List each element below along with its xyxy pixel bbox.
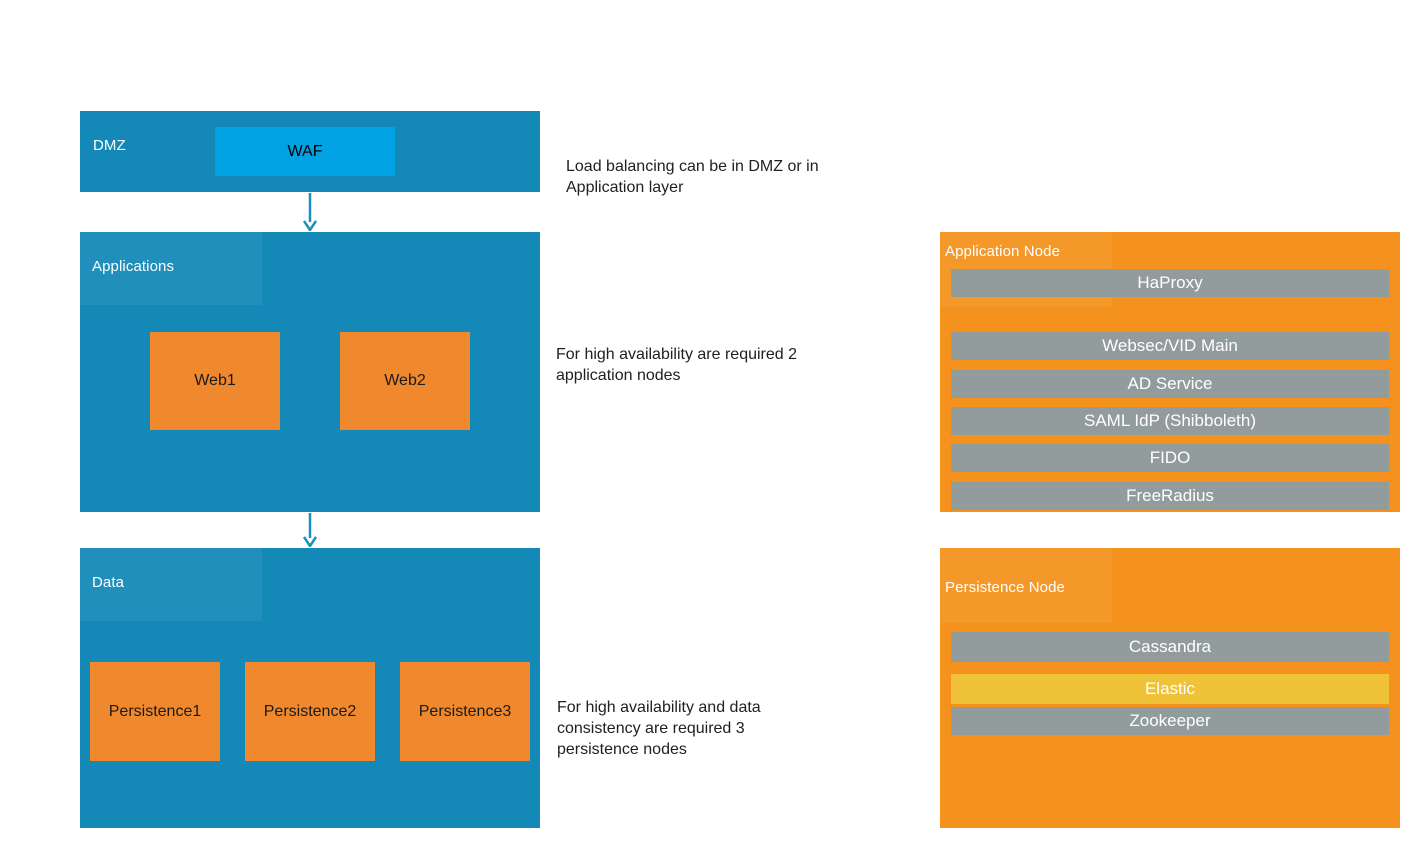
- layer-applications: Applications Web1 Web2: [80, 232, 540, 512]
- annotation-line: Load balancing can be in DMZ or in: [566, 158, 819, 175]
- layer-applications-label: Applications: [92, 258, 175, 275]
- annotation-line: For high availability and data: [557, 699, 761, 716]
- service-bar-haproxy: HaProxy: [951, 269, 1389, 297]
- annotation-persistence-nodes: For high availability and data consisten…: [557, 697, 761, 760]
- annotation-line: application nodes: [556, 367, 681, 384]
- annotation-line: For high availability are required 2: [556, 346, 798, 363]
- layer-applications-title-patch: [80, 232, 262, 305]
- layer-dmz: DMZ WAF: [80, 111, 540, 192]
- persistence1-label: Persistence1: [108, 702, 202, 720]
- waf-box: WAF: [215, 127, 395, 176]
- annotation-line: Application layer: [566, 179, 684, 196]
- layer-data-label: Data: [92, 574, 125, 591]
- web2-box: Web2: [340, 332, 470, 430]
- annotation-line: persistence nodes: [557, 741, 687, 758]
- persistence-node-title-patch: [940, 548, 1112, 623]
- annotation-load-balancing: Load balancing can be in DMZ or in Appli…: [566, 156, 819, 198]
- web2-label: Web2: [384, 372, 426, 389]
- web1-box: Web1: [150, 332, 280, 430]
- arrow-dmz-to-applications-icon: [302, 193, 318, 231]
- layer-data-title-patch: [80, 548, 262, 621]
- application-node-label: Application Node: [945, 243, 1061, 260]
- service-bar-ad-service: AD Service: [951, 370, 1389, 398]
- service-bar-websec-vid-main: Websec/VID Main: [951, 332, 1389, 360]
- service-bar-fido: FIDO: [951, 444, 1389, 472]
- persistence-node-box: Persistence Node Cassandra Elastic Zooke…: [940, 548, 1400, 828]
- persistence1-box: Persistence1: [90, 662, 220, 761]
- service-bar-zookeeper: Zookeeper: [951, 707, 1389, 735]
- service-bar-elastic: Elastic: [951, 674, 1389, 704]
- annotation-application-nodes: For high availability are required 2 app…: [556, 344, 797, 386]
- service-bar-freeradius: FreeRadius: [951, 482, 1389, 510]
- web1-label: Web1: [194, 372, 236, 389]
- layer-data: Data Persistence1 Persistence2 Persisten…: [80, 548, 540, 828]
- service-bar-saml-idp: SAML IdP (Shibboleth): [951, 407, 1389, 435]
- annotation-line: consistency are required 3: [557, 720, 745, 737]
- layer-dmz-label: DMZ: [93, 137, 126, 154]
- persistence-node-label: Persistence Node: [945, 579, 1065, 596]
- persistence3-label: Persistence3: [418, 702, 512, 720]
- persistence2-label: Persistence2: [263, 702, 357, 720]
- service-bar-cassandra: Cassandra: [951, 632, 1389, 662]
- application-node-box: Application Node HaProxy Websec/VID Main…: [940, 232, 1400, 512]
- waf-label: WAF: [287, 142, 323, 160]
- arrow-applications-to-data-icon: [302, 513, 318, 547]
- persistence2-box: Persistence2: [245, 662, 375, 761]
- persistence3-box: Persistence3: [400, 662, 530, 761]
